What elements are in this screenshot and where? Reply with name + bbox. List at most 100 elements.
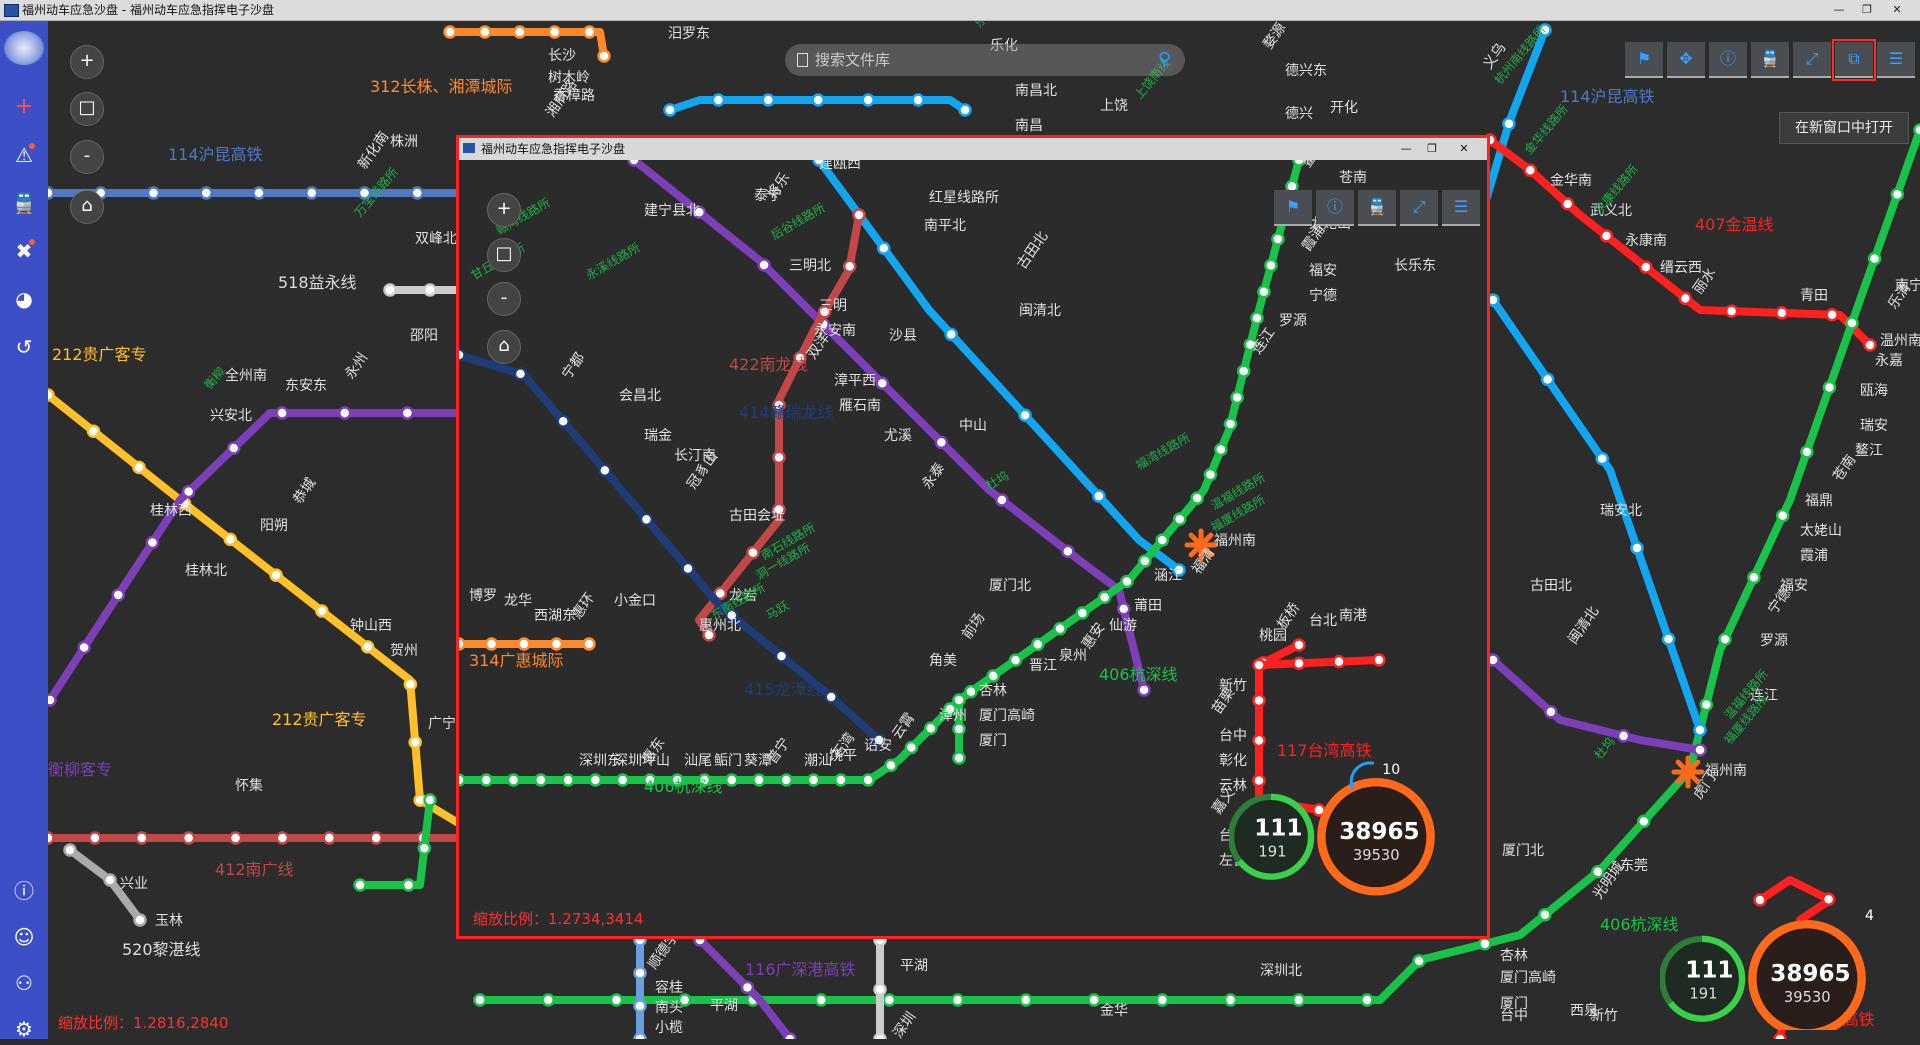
info-button[interactable]: ⓘ — [1709, 42, 1747, 78]
inner-line-406-station-dot — [563, 775, 574, 786]
alarm-icon[interactable]: ⚠ — [8, 139, 40, 171]
station-label-main: 株洲 — [390, 134, 418, 150]
home-button[interactable]: ⌂ — [70, 190, 104, 224]
station-label-main: 长沙 — [548, 48, 576, 64]
station-label-main: 瓯海 — [1860, 383, 1888, 399]
tools-badge — [29, 239, 35, 245]
popup-restore-button[interactable]: ❐ — [1421, 141, 1443, 157]
train-icon[interactable]: 🚆 — [8, 187, 40, 219]
line-purple-west-station-dot — [339, 408, 350, 419]
station-label-main: 南昌 — [1015, 118, 1043, 134]
line-407-station-dot — [1680, 293, 1691, 304]
filter-button[interactable]: ☰ — [1877, 42, 1915, 78]
popup-close-button[interactable]: ✕ — [1453, 141, 1475, 157]
popup-minimize-button[interactable]: — — [1395, 141, 1417, 157]
gauge-left-subvalue: 191 — [1689, 986, 1717, 1003]
inner-line-blue-station-dot — [1020, 410, 1031, 421]
line-label-520: 520黎湛线 — [122, 940, 201, 959]
inner-line-314-station-dot — [584, 639, 595, 650]
line-blue-east-station-dot — [1631, 542, 1642, 553]
restore-button[interactable]: ❐ — [1856, 2, 1878, 17]
inner-line-117-station-dot — [1254, 695, 1265, 706]
popup-zoom-fit-button[interactable]: □ — [487, 238, 521, 272]
user-icon[interactable]: ⚇ — [8, 967, 40, 999]
station-label-main: 古田北 — [1530, 578, 1572, 594]
popup-train-button[interactable]: 🚆 — [1358, 190, 1396, 226]
search-icon[interactable]: ⚲ — [1158, 44, 1171, 76]
popup-title-bar: 福州动车应急指挥电子沙盘 — ❐ ✕ — [459, 138, 1487, 160]
gauge-left-value: 111 — [1685, 958, 1733, 984]
move-button[interactable]: ✥ — [1667, 42, 1705, 78]
inner-line-406-station-dot — [1225, 418, 1236, 429]
inner-line-406-station-dot — [535, 775, 546, 786]
close-button[interactable]: ✕ — [1886, 2, 1908, 17]
flag-button[interactable]: ⚑ — [1625, 42, 1663, 78]
station-label-main: 深圳 — [890, 1009, 919, 1039]
open-new-window-button[interactable]: ⧉ — [1835, 42, 1873, 78]
train-button[interactable]: 🚆 — [1751, 42, 1789, 78]
line-406-east-station-dot — [1539, 909, 1550, 920]
inner-line-406-station-dot — [1215, 444, 1226, 455]
popup-flag-button[interactable]: ⚑ — [1274, 190, 1312, 226]
add-icon[interactable]: + — [8, 91, 40, 123]
line-406-east-station-dot — [1089, 995, 1100, 1006]
inner-line-406-station-dot — [1258, 286, 1269, 297]
popup-zoom-in-button[interactable]: + — [487, 193, 521, 227]
fullscreen-button[interactable]: ⤢ — [1793, 42, 1831, 78]
history-icon[interactable]: ↺ — [8, 331, 40, 363]
chart-icon[interactable]: ◕ — [8, 283, 40, 315]
search-box[interactable]: 搜索文件库 ⚲ — [785, 44, 1185, 76]
group-icon[interactable]: ☺ — [8, 921, 40, 953]
line-117-main-station-dot — [1775, 1034, 1786, 1040]
station-label-main: 东安东 — [285, 378, 327, 394]
zoom-fit-button[interactable]: □ — [70, 92, 104, 126]
station-label-inner: 西湖东 — [534, 608, 576, 624]
popup-fullscreen-button[interactable]: ⤢ — [1400, 190, 1438, 226]
station-label-main: 罗源 — [1760, 633, 1788, 649]
station-label-inner: 闽清北 — [1019, 303, 1061, 319]
inner-line-406-station-dot — [1205, 469, 1216, 480]
station-label-inner: 汕尾 — [684, 753, 712, 769]
inner-line-414-station-dot — [459, 350, 465, 361]
zoom-in-button[interactable]: + — [70, 45, 104, 79]
station-label-main: 永康南 — [1625, 232, 1667, 249]
line-212-station-dot — [88, 426, 99, 437]
popup-home-button[interactable]: ⌂ — [487, 330, 521, 364]
station-label-main: 兴安北 — [210, 408, 252, 424]
inner-line-117-north-station-dot — [1374, 655, 1385, 666]
inner-line-406-station-dot — [1139, 556, 1150, 567]
station-label-main: 鳌江 — [1855, 442, 1883, 459]
line-406-east-station-dot — [1293, 995, 1304, 1006]
inner-line-purple-station-dot — [1139, 685, 1150, 696]
line-407-station-dot — [1726, 306, 1737, 317]
inner-line-purple-station-dot — [759, 260, 770, 271]
station-label-inner: 台北 — [1309, 613, 1337, 629]
inner-line-blue-station-dot — [946, 329, 957, 340]
popup-info-button[interactable]: ⓘ — [1316, 190, 1354, 226]
station-label-main: 太姥山 — [1800, 523, 1842, 539]
line-blue-north-station-dot — [763, 95, 774, 106]
line-blue-north-station-dot — [665, 105, 676, 116]
minimize-button[interactable]: — — [1828, 2, 1850, 17]
inner-route-label: 马跃 — [764, 598, 792, 622]
settings-icon[interactable]: ⚙ — [8, 1013, 40, 1045]
zoom-out-button[interactable]: - — [70, 140, 104, 174]
station-label-inner: 前场 — [958, 610, 988, 643]
gauge-right-subvalue: 39530 — [1784, 989, 1831, 1006]
line-407-station-dot — [1525, 165, 1536, 176]
popup-filter-button[interactable]: ☰ — [1442, 190, 1480, 226]
popup-zoom-out-button[interactable]: - — [487, 282, 521, 316]
inner-line-406-station-dot — [1121, 576, 1132, 587]
gauge-right-subvalue: 39530 — [1353, 847, 1400, 864]
line-406-east-station-dot — [1892, 189, 1903, 200]
app-icon — [4, 4, 19, 17]
info-icon[interactable]: ⓘ — [8, 875, 40, 907]
tools-icon[interactable]: ✖ — [8, 235, 40, 267]
search-input[interactable]: 搜索文件库 — [815, 44, 890, 76]
inner-line-406-station-dot — [617, 775, 628, 786]
line-406-east-station-dot — [1720, 634, 1731, 645]
inner-line-314-station-dot — [486, 639, 497, 650]
inner-line-314-station-dot — [519, 639, 530, 650]
station-label-inner: 尤溪 — [884, 428, 912, 444]
station-label-main: 台中 — [1500, 1008, 1528, 1024]
